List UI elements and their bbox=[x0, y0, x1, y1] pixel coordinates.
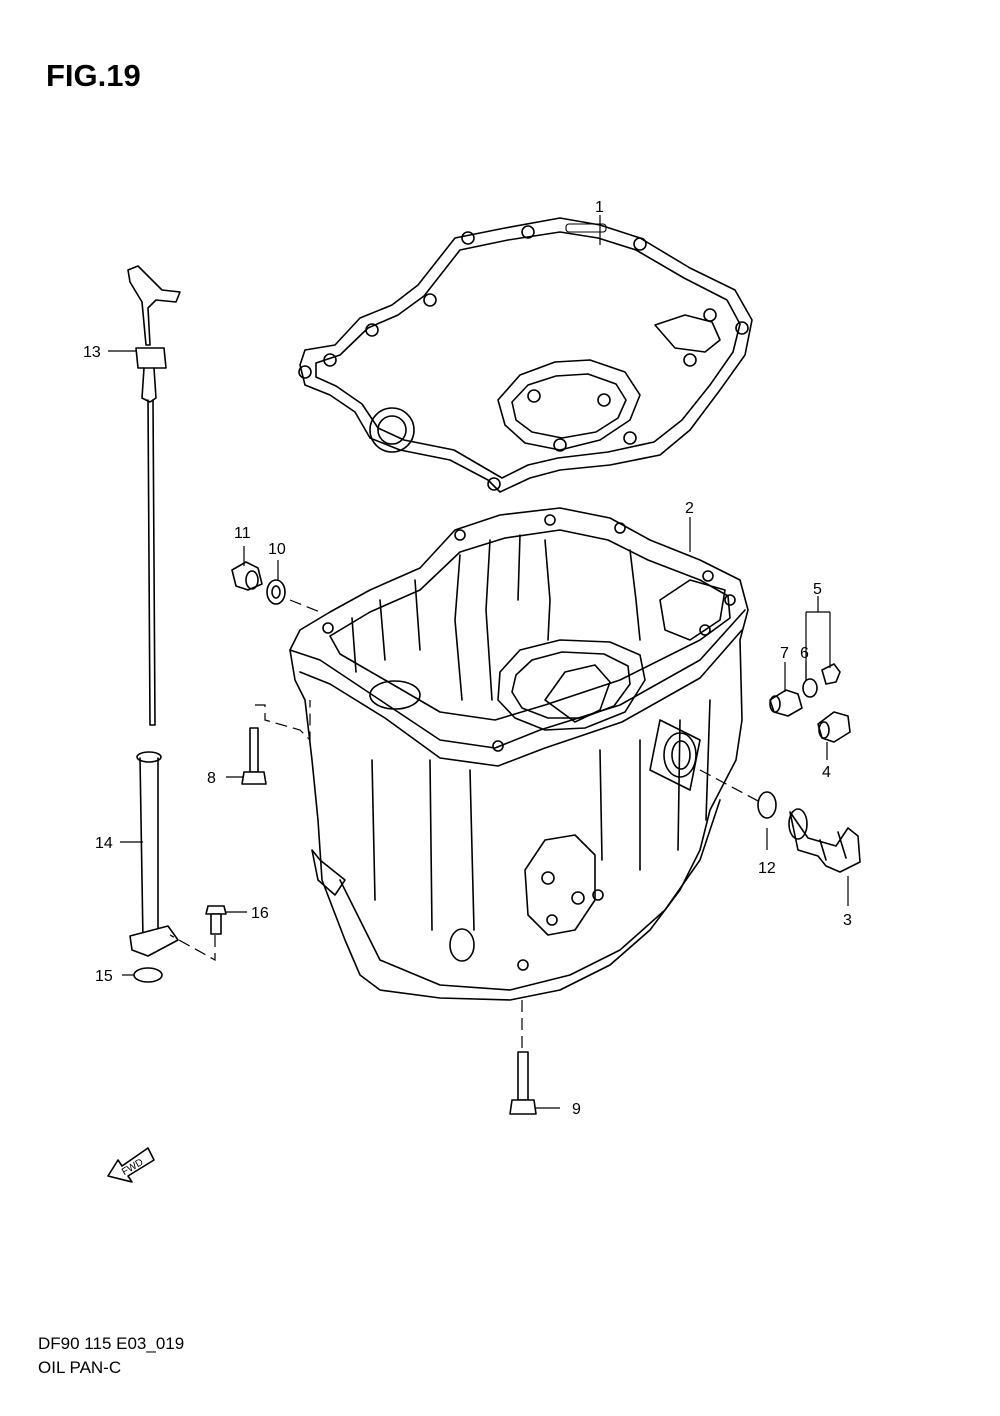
callout-14: 14 bbox=[95, 835, 113, 852]
callout-7: 7 bbox=[780, 645, 789, 662]
plug-part-11[interactable] bbox=[231, 561, 263, 591]
callout-2: 2 bbox=[685, 500, 694, 517]
diagram-caption: OIL PAN-C bbox=[38, 1358, 122, 1377]
callouts: 1 2 3 4 5 6 7 8 9 10 11 12 13 14 15 16 bbox=[83, 199, 852, 1118]
callout-13: 13 bbox=[83, 344, 101, 361]
callout-5: 5 bbox=[813, 581, 822, 598]
plug-part-7[interactable] bbox=[769, 689, 803, 717]
bolt-part-8[interactable] bbox=[241, 727, 267, 785]
callout-6: 6 bbox=[800, 645, 809, 662]
callout-12: 12 bbox=[758, 860, 776, 877]
leader-lines bbox=[108, 215, 849, 1109]
drain-plug-part-3[interactable] bbox=[788, 808, 861, 873]
callout-1: 1 bbox=[595, 199, 604, 216]
fwd-label: FWD bbox=[120, 1157, 145, 1178]
dipstick-part-13[interactable] bbox=[127, 265, 181, 726]
washer-part-6[interactable] bbox=[802, 678, 818, 698]
gasket-part-1[interactable] bbox=[298, 217, 753, 493]
callout-15: 15 bbox=[95, 968, 113, 985]
figure-title: FIG.19 bbox=[46, 58, 141, 93]
footer: DF90 115 E03_019 OIL PAN-C bbox=[38, 1332, 184, 1380]
callout-11: 11 bbox=[234, 525, 251, 542]
diagram-code: DF90 115 E03_019 bbox=[38, 1334, 185, 1353]
washer-part-10[interactable] bbox=[266, 579, 286, 605]
bolt-part-16[interactable] bbox=[205, 905, 227, 935]
bolt-part-5[interactable] bbox=[821, 663, 841, 685]
o-ring-part-15[interactable] bbox=[133, 967, 163, 983]
callout-10: 10 bbox=[268, 541, 286, 558]
guide-tube-part-14[interactable] bbox=[129, 751, 179, 957]
callout-16: 16 bbox=[251, 905, 269, 922]
callout-9: 9 bbox=[572, 1101, 581, 1118]
callout-3: 3 bbox=[843, 912, 852, 929]
fwd-arrow-icon: FWD bbox=[107, 1147, 155, 1183]
callout-4: 4 bbox=[822, 764, 831, 781]
o-ring-part-12[interactable] bbox=[757, 791, 777, 819]
plug-part-4[interactable] bbox=[817, 711, 851, 743]
bolt-part-9[interactable] bbox=[509, 1051, 537, 1115]
callout-8: 8 bbox=[207, 770, 216, 787]
oil-pan-part-2[interactable] bbox=[289, 507, 749, 1001]
